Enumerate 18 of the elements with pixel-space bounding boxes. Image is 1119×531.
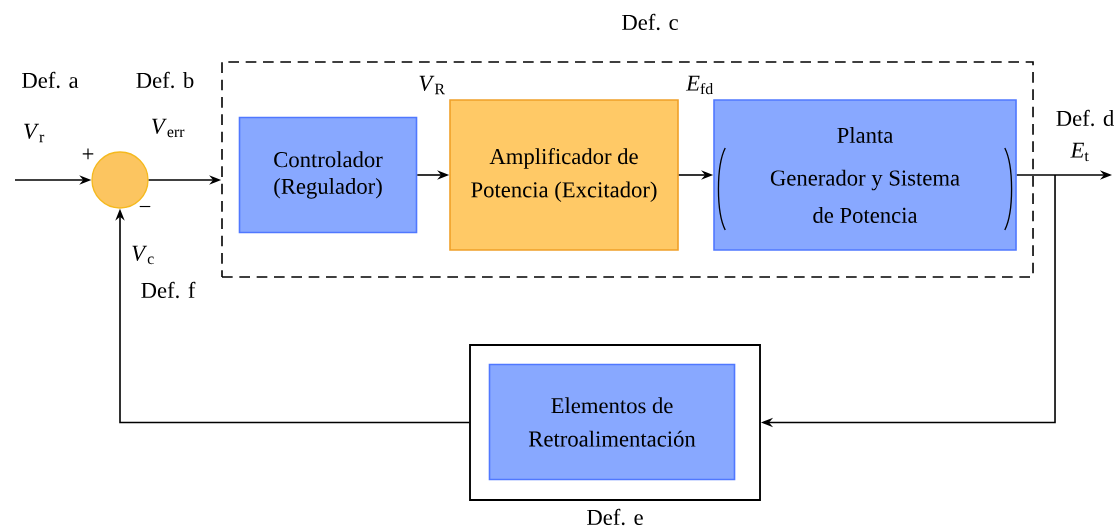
- annotation: Def. d: [1056, 109, 1114, 127]
- node-label: Def. e: [587, 508, 643, 526]
- annotation: +: [82, 148, 94, 160]
- signal-label: E$_{fd}$: [685, 75, 713, 95]
- signal-label: V$_{c}$: [132, 245, 154, 265]
- amplifier-box: Amplificador de Potencia (Excitador): [449, 99, 679, 251]
- annotation: Def. a: [22, 71, 79, 89]
- node-label: Def. c: [622, 13, 678, 31]
- signal-label: E$_{t}$: [1070, 142, 1089, 162]
- signal-label: V$_{r}$: [24, 123, 45, 143]
- feedback-box: Elementos de Retroalimentación: [488, 363, 736, 481]
- annotation: Def. b: [136, 71, 194, 89]
- signal-label: V$_{R}$: [419, 75, 445, 95]
- plant-box: Planta Generador y Sistema de Potencia: [713, 99, 1017, 251]
- annotation: −: [139, 205, 151, 208]
- annotation: Def. f: [141, 281, 196, 299]
- signal-label: V$_{err}$: [152, 118, 185, 138]
- controller-box: Controlador (Regulador): [238, 116, 418, 234]
